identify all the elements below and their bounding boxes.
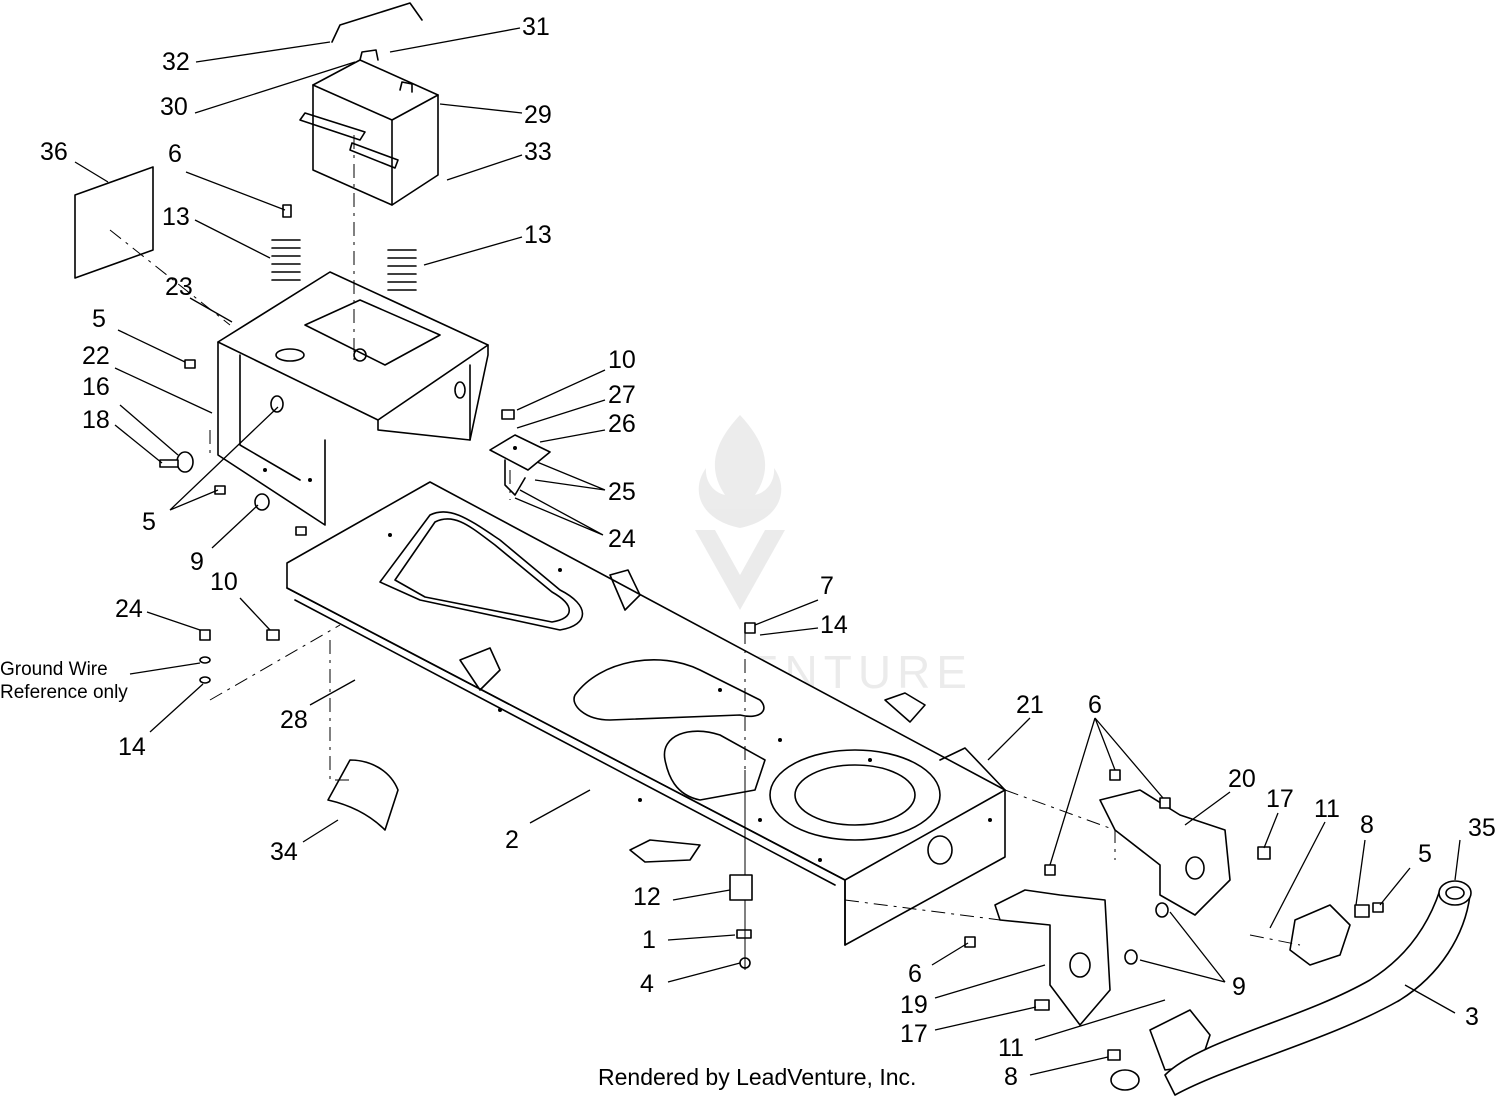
callout-1: 1 — [642, 926, 656, 954]
callout-4: 4 — [640, 970, 654, 998]
callout-6: 6 — [908, 960, 922, 988]
rear-bracket-left — [994, 889, 1111, 1026]
callout-5: 5 — [1418, 840, 1432, 868]
callout-36: 36 — [40, 138, 68, 166]
callout-24: 24 — [115, 595, 143, 623]
callout-24: 24 — [608, 525, 636, 553]
battery — [299, 49, 439, 206]
callout-16: 16 — [82, 373, 110, 401]
decal-plate — [74, 166, 154, 279]
callout-10: 10 — [210, 568, 238, 596]
callout-11: 11 — [1314, 795, 1340, 823]
spring-right — [387, 249, 417, 291]
callout-2: 2 — [505, 826, 519, 854]
callout-8: 8 — [1360, 811, 1374, 839]
callout-22: 22 — [82, 342, 110, 370]
callout-10: 10 — [608, 346, 636, 374]
shaft-assembly — [729, 770, 753, 970]
callout-13: 13 — [524, 221, 552, 249]
callout-23: 23 — [165, 273, 193, 301]
callout-14: 14 — [118, 733, 146, 761]
watermark-v-icon — [695, 530, 785, 610]
heat-shield — [327, 759, 399, 831]
callout-17: 17 — [1266, 785, 1294, 813]
callout-7: 7 — [820, 572, 834, 600]
ground-wire-note-line2: Reference only — [0, 682, 128, 703]
callout-19: 19 — [900, 991, 928, 1019]
callout-6: 6 — [168, 140, 182, 168]
callout-3: 3 — [1465, 1003, 1479, 1031]
callout-9: 9 — [1232, 973, 1246, 1001]
callout-35: 35 — [1468, 814, 1496, 842]
callout-9: 9 — [190, 548, 204, 576]
callout-labels: 32 31 30 29 33 36 6 13 13 23 5 22 16 18 … — [40, 13, 1496, 1091]
callout-30: 30 — [160, 93, 188, 121]
ground-wire-note-line1: Ground Wire — [0, 659, 108, 680]
callout-14: 14 — [820, 611, 848, 639]
rendered-by-credit: Rendered by LeadVenture, Inc. — [598, 1064, 916, 1090]
callout-28: 28 — [280, 706, 308, 734]
callout-21: 21 — [1016, 691, 1044, 719]
seat-switch-bracket — [489, 434, 551, 496]
callout-34: 34 — [270, 838, 298, 866]
battery-support-pan — [217, 271, 489, 526]
callout-27: 27 — [608, 381, 636, 409]
callout-26: 26 — [608, 410, 636, 438]
spring-left — [271, 204, 301, 281]
callout-5: 5 — [142, 508, 156, 536]
fasteners — [159, 359, 1384, 1061]
rear-bumper-tube — [1110, 880, 1472, 1096]
callout-6: 6 — [1088, 691, 1102, 719]
callout-13: 13 — [162, 203, 190, 231]
callout-5: 5 — [92, 305, 106, 333]
callout-8: 8 — [1004, 1063, 1018, 1091]
watermark-flame-icon — [698, 415, 782, 528]
callout-32: 32 — [162, 48, 190, 76]
battery-hold-down-rod — [331, 2, 423, 43]
callout-33: 33 — [524, 138, 552, 166]
callout-11: 11 — [998, 1034, 1024, 1062]
leader-lines — [74, 27, 1461, 1076]
callout-12: 12 — [633, 883, 661, 911]
main-frame — [286, 481, 1006, 946]
callout-17: 17 — [900, 1020, 928, 1048]
callout-31: 31 — [522, 13, 550, 41]
callout-18: 18 — [82, 406, 110, 434]
callout-29: 29 — [524, 101, 552, 129]
callout-20: 20 — [1228, 765, 1256, 793]
callout-25: 25 — [608, 478, 636, 506]
